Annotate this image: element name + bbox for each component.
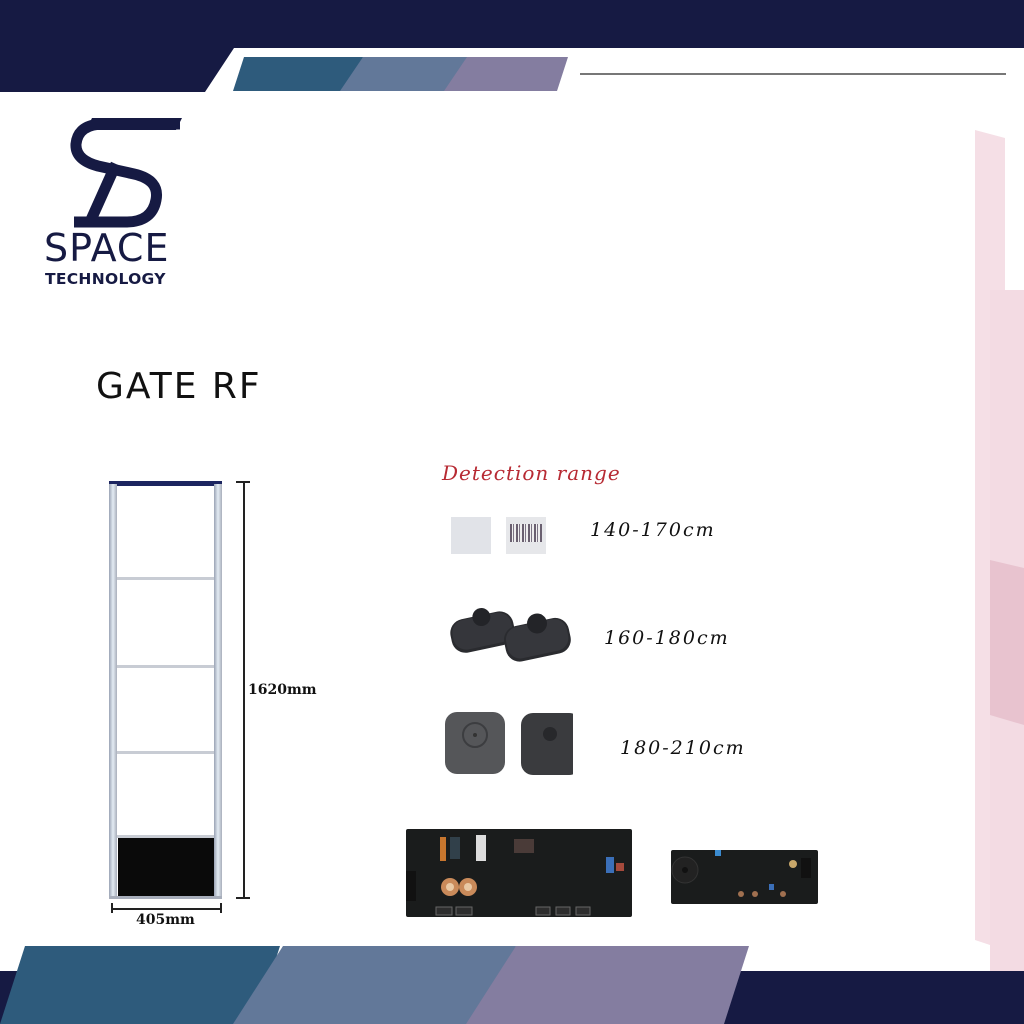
brand-name: SPACE (44, 226, 170, 270)
range-value-pencil-tag: 160-180cm (604, 627, 730, 649)
width-dimension-line (112, 908, 222, 910)
side-pink-accent (990, 560, 1024, 725)
range-value-square-tag: 180-210cm (620, 737, 746, 759)
height-dimension-line (243, 482, 245, 898)
product-title: GATE RF (96, 366, 262, 407)
soft-label-tag-image (451, 517, 491, 554)
height-dimension-label: 1620mm (248, 682, 317, 698)
logo-mark (42, 118, 182, 288)
width-dimension-cap-left (111, 903, 113, 913)
pencil-hard-tag-image (446, 602, 576, 664)
footer-stripe-slate (233, 946, 516, 1024)
barcode-icon (510, 524, 542, 542)
width-dimension-label: 405mm (136, 912, 195, 928)
header-stripe-teal (233, 57, 363, 91)
stylized-st-monogram-icon (70, 118, 182, 228)
range-value-soft-label: 140-170cm (590, 519, 716, 541)
header-stripe-mauve (444, 57, 568, 91)
height-dimension-cap-bottom (236, 897, 250, 899)
width-dimension-cap-right (220, 903, 222, 913)
footer-stripe-teal (0, 946, 280, 1024)
detection-range-heading: Detection range (442, 461, 621, 485)
brand-subtitle: TECHNOLOGY (45, 270, 166, 288)
secondary-board-image (671, 850, 818, 904)
rf-gate-antenna-image (109, 481, 222, 899)
footer-stripe-mauve (466, 946, 749, 1024)
square-hard-tag-image (443, 710, 581, 776)
main-control-board-image (406, 829, 632, 917)
header-rule (580, 73, 1006, 75)
height-dimension-cap-top (236, 481, 250, 483)
